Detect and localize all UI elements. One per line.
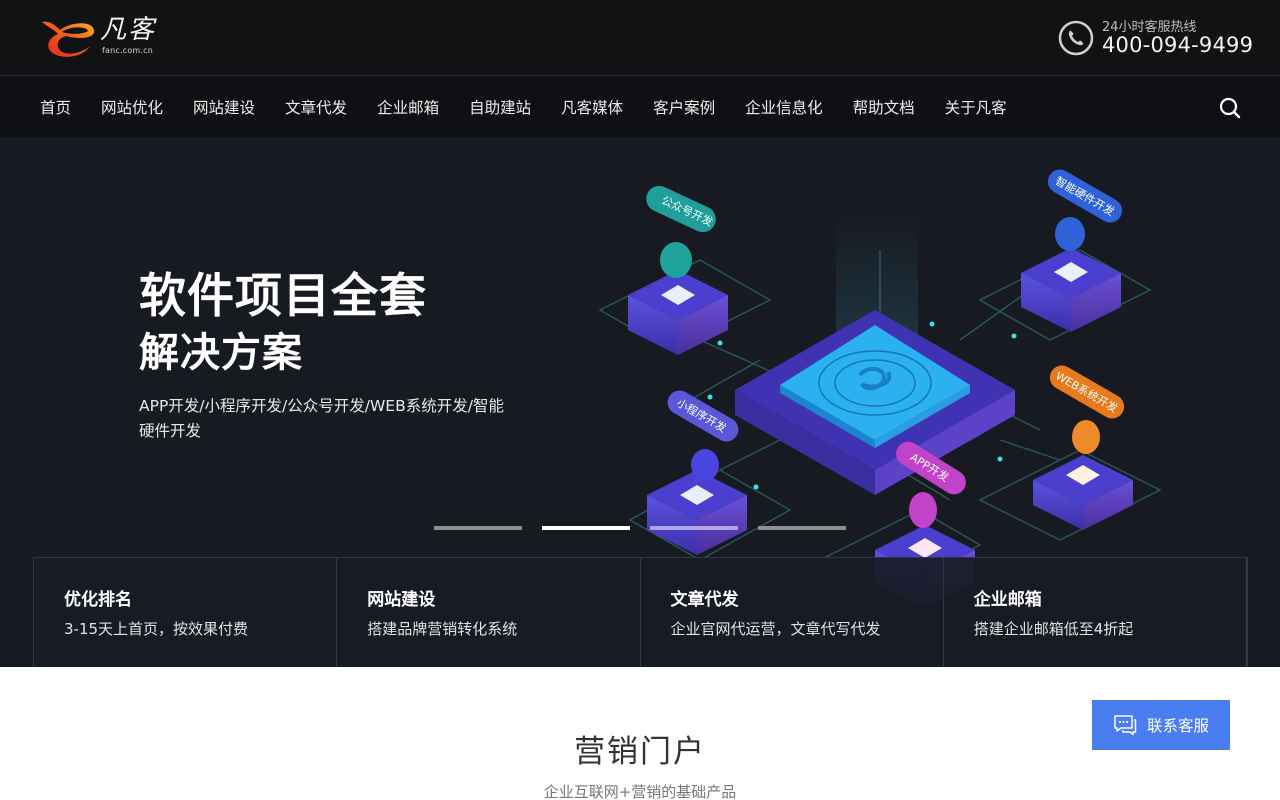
chat-bubble-icon [1114,715,1137,736]
feature-desc: 搭建企业邮箱低至4折起 [973,620,1134,638]
feature-desc: 3-15天上首页，按效果付费 [64,620,249,638]
slide-indicator-4[interactable] [758,526,846,530]
slider-pagination [434,526,866,530]
logo[interactable]: 凡客 fanc.com.cn [40,14,164,60]
nav-item-media[interactable]: 凡客媒体 [561,98,624,117]
feature-desc: 企业官网代运营，文章代写代发 [670,620,881,638]
nav-item-about[interactable]: 关于凡客 [944,98,1007,117]
main-nav: 首页 网站优化 网站建设 文章代发 企业邮箱 自助建站 凡客媒体 客户案例 企业… [0,76,1280,137]
contact-support-button[interactable]: 联系客服 [1092,700,1230,750]
nav-item-informatization[interactable]: 企业信息化 [745,98,823,117]
nav-item-article-posting[interactable]: 文章代发 [285,98,348,117]
slide-indicator-1[interactable] [434,526,522,530]
feature-title: 优化排名 [64,590,132,610]
logo-swirl-icon [42,21,95,57]
nav-item-enterprise-email[interactable]: 企业邮箱 [377,98,440,117]
hero-banner: 公众号开发 智能硬件开发 小程序开发 APP开发 [0,137,1280,667]
slide-indicator-3[interactable] [650,526,738,530]
isometric-network-illustration: 公众号开发 智能硬件开发 小程序开发 APP开发 [598,169,1162,607]
hero-description: APP开发/小程序开发/公众号开发/WEB系统开发/智能硬件开发 [139,397,504,440]
hero-title: 软件项目全套 [139,269,427,324]
box-web: WEB系统开发 [1033,365,1133,530]
feature-title: 网站建设 [367,590,436,610]
nav-item-website-build[interactable]: 网站建设 [193,98,256,117]
feature-enterprise-email[interactable]: 企业邮箱 搭建企业邮箱低至4折起 [944,558,1247,667]
nav-item-help-docs[interactable]: 帮助文档 [852,98,915,117]
feature-title: 文章代发 [670,590,739,610]
box-hardware: 智能硬件开发 [1021,169,1123,332]
nav-item-self-build[interactable]: 自助建站 [469,98,532,117]
logo-brand: 凡客 [100,15,157,45]
section-title: 营销门户 [574,734,706,770]
nav-item-home[interactable]: 首页 [40,98,72,117]
feature-seo-ranking[interactable]: 优化排名 3-15天上首页，按效果付费 [34,558,338,667]
box-wechat: 公众号开发 [628,185,728,355]
feature-website-build[interactable]: 网站建设 搭建品牌营销转化系统 [337,558,641,667]
logo-domain: fanc.com.cn [102,46,154,55]
feature-article-posting[interactable]: 文章代发 企业官网代运营，文章代写代发 [641,558,944,667]
hotline-number[interactable]: 400-094-9499 [1102,33,1254,57]
feature-strip: 优化排名 3-15天上首页，按效果付费 网站建设 搭建品牌营销转化系统 文章代发… [33,557,1248,667]
phone-icon [1058,20,1094,56]
search-icon[interactable] [1218,96,1242,120]
hotline: 24小时客服热线 400-094-9499 [1058,14,1253,62]
feature-title: 企业邮箱 [973,590,1042,610]
nav-item-cases[interactable]: 客户案例 [653,98,716,117]
hotline-label: 24小时客服热线 [1102,20,1197,35]
feature-desc: 搭建品牌营销转化系统 [367,620,518,638]
nav-item-seo[interactable]: 网站优化 [101,98,164,117]
section-subtitle: 企业互联网+营销的基础产品 [543,783,737,800]
slide-indicator-2[interactable] [542,526,630,530]
top-header: 凡客 fanc.com.cn 24小时客服热线 400-094-9499 [0,0,1280,76]
hero-subtitle: 解决方案 [139,330,303,376]
contact-support-label: 联系客服 [1146,717,1209,735]
